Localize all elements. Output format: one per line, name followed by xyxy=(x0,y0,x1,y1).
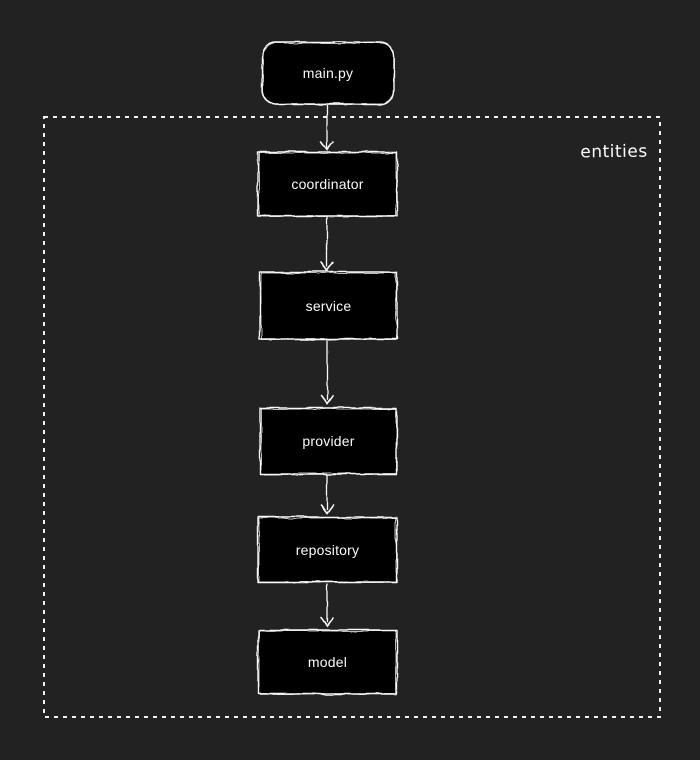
node-service-shape xyxy=(259,271,398,340)
node-main-py[interactable] xyxy=(261,41,395,105)
arrowhead-icon xyxy=(320,395,334,406)
node-main-py-shape xyxy=(261,41,395,105)
node-provider-shape xyxy=(259,407,398,475)
node-model-outline xyxy=(258,630,397,695)
node-service-outline xyxy=(260,272,397,340)
node-provider[interactable] xyxy=(259,407,398,475)
arrowhead-icon xyxy=(320,141,334,152)
node-model-shape xyxy=(257,629,398,695)
node-coordinator[interactable] xyxy=(257,151,398,217)
edge-repository-model[interactable] xyxy=(320,583,334,628)
node-provider-outline xyxy=(260,408,397,475)
arrowhead-icon xyxy=(320,261,334,272)
entities-frame-rect xyxy=(43,116,661,718)
arrowhead-icon xyxy=(320,504,334,515)
node-model[interactable] xyxy=(257,629,398,695)
edge-coordinator-service[interactable] xyxy=(320,217,334,272)
node-repository-shape xyxy=(257,516,398,583)
entities-group-label: entities xyxy=(580,141,648,163)
entities-frame[interactable] xyxy=(43,116,661,718)
node-coordinator-outline xyxy=(258,152,397,217)
edge-main-py-coordinator[interactable] xyxy=(320,104,334,152)
node-main-py-outline xyxy=(262,42,395,105)
arrowhead-icon xyxy=(320,617,334,628)
edge-provider-repository[interactable] xyxy=(320,475,334,515)
node-coordinator-shape xyxy=(257,151,398,217)
node-repository-outline xyxy=(258,517,397,583)
edge-service-provider[interactable] xyxy=(320,340,334,406)
node-service[interactable] xyxy=(259,271,398,340)
node-repository[interactable] xyxy=(257,516,398,583)
